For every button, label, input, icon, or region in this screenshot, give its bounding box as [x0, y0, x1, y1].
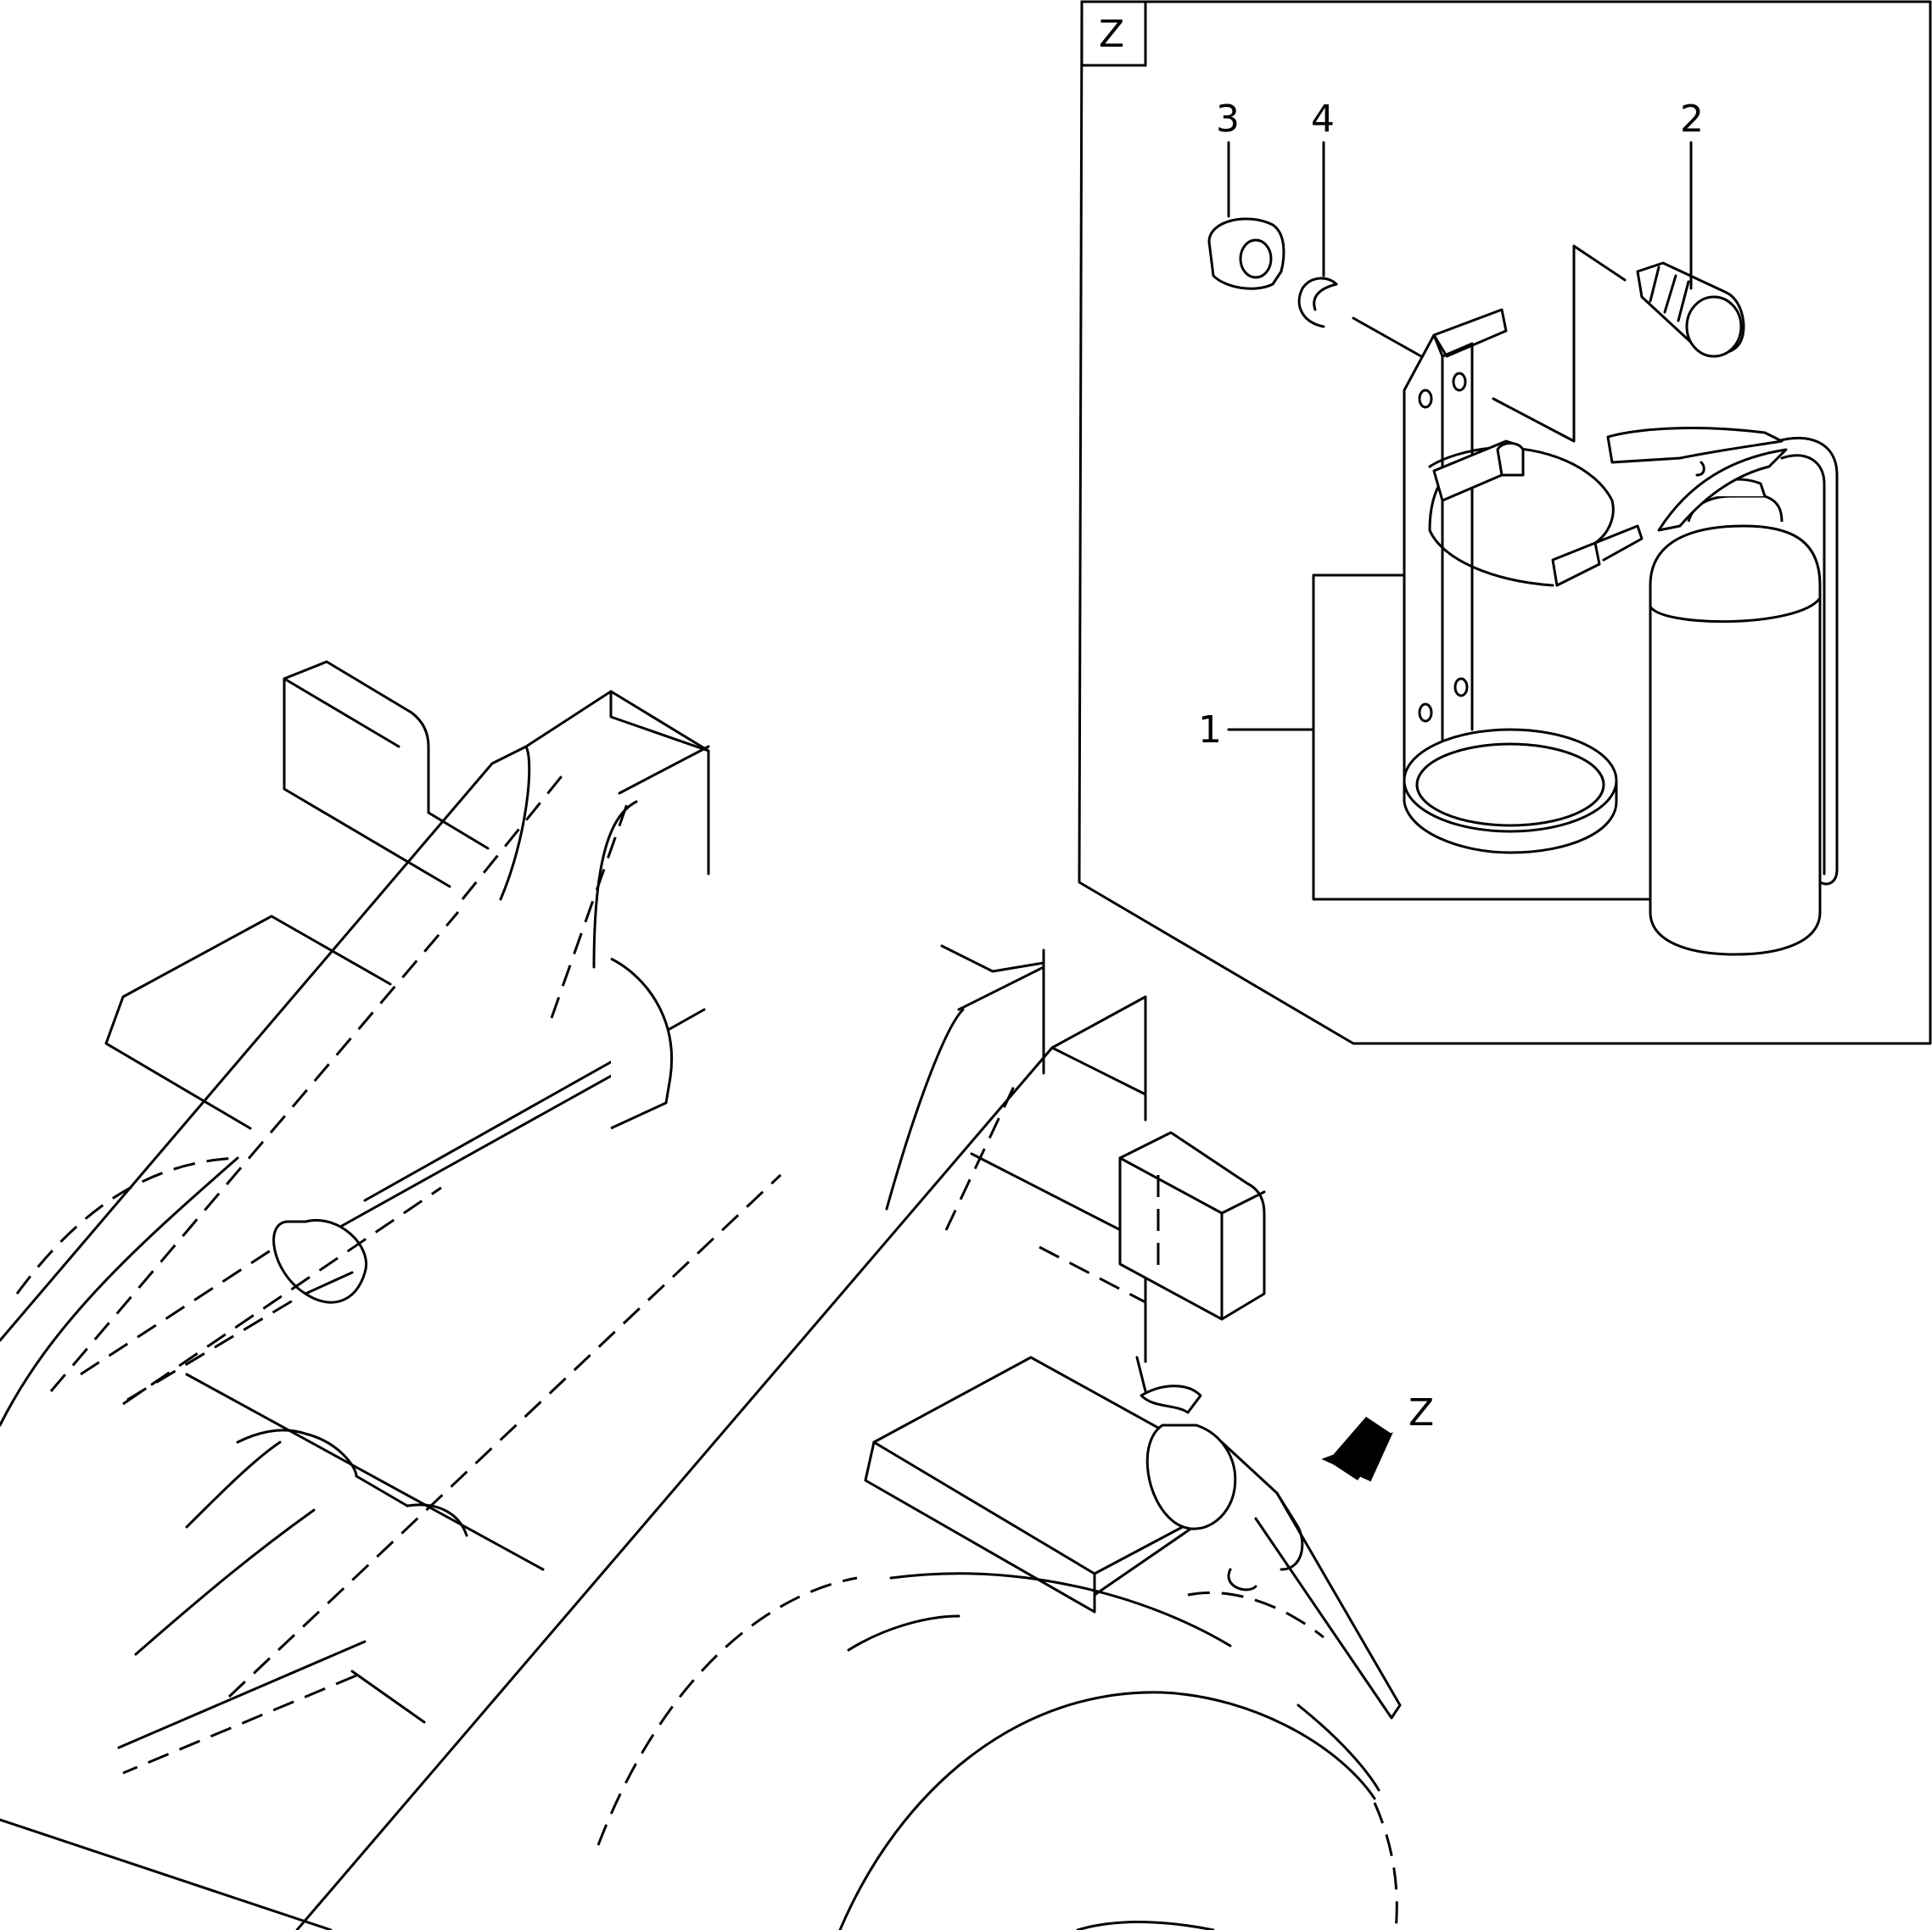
machine-frame [0, 660, 1402, 1930]
view-arrow-label: Z [1408, 1391, 1434, 1435]
callout-1: 1 [1198, 708, 1222, 752]
detail-view-letter: Z [1099, 13, 1124, 56]
detail-letter-box [1080, 0, 1147, 67]
detail-parts [1207, 217, 1839, 956]
callout-2: 2 [1680, 98, 1704, 141]
view-arrow [1321, 1417, 1393, 1482]
callout-4: 4 [1311, 98, 1335, 141]
callout-leaders [1227, 141, 1693, 290]
callout-3: 3 [1216, 98, 1240, 141]
